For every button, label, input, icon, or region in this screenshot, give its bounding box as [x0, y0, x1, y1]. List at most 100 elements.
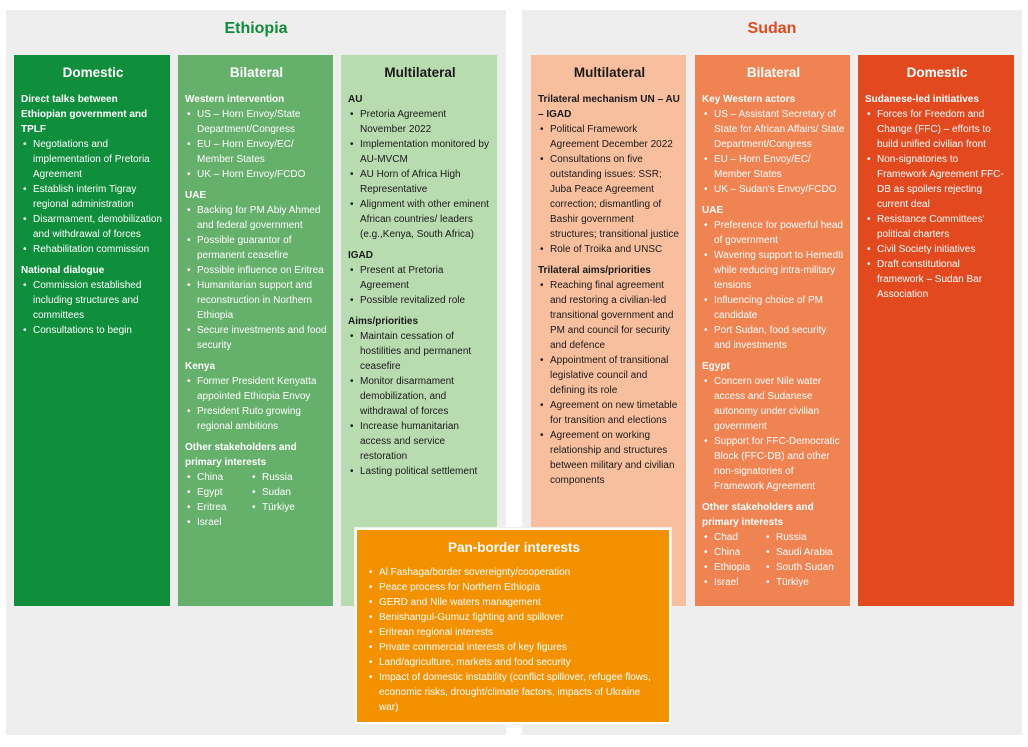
section-heading: UAE	[702, 205, 724, 216]
sudan-domestic-column: Domestic Sudanese-led initiatives Forces…	[858, 55, 1014, 606]
list-item: Establish interim Tigray regional admini…	[21, 182, 165, 212]
stakeholder-item: Sudan	[250, 485, 315, 500]
stakeholder-item: China	[702, 545, 764, 560]
pan-border-interests-box: Pan-border interests Al Fashaga/border s…	[355, 528, 671, 724]
section: Kenya Former President Kenyatta appointe…	[185, 359, 328, 434]
section: Key Western actors US – Assistant Secret…	[702, 92, 845, 197]
list-item: Alignment with other eminent African cou…	[348, 197, 492, 242]
list-item: Secure investments and food security	[185, 323, 328, 353]
list-item: Impact of domestic instability (conflict…	[367, 670, 661, 715]
stakeholder-item: Russia	[764, 530, 844, 545]
list-item: Pretoria Agreement November 2022	[348, 107, 492, 137]
list-item: Draft constitutional framework – Sudan B…	[865, 257, 1009, 302]
list-item: Increase humanitarian access and service…	[348, 419, 492, 464]
list-item: Support for FFC-Democratic Block (FFC-DB…	[702, 434, 845, 494]
stakeholder-item: Saudi Arabia	[764, 545, 844, 560]
list-item: Humanitarian support and reconstruction …	[185, 278, 328, 323]
list-item: Concern over Nile water access and Sudan…	[702, 374, 845, 434]
list-item: Non-signatories to Framework Agreement F…	[865, 152, 1009, 212]
list-item: Rehabilitation commission	[21, 242, 165, 257]
section-heading: Direct talks between Ethiopian governmen…	[21, 94, 148, 135]
sudan-multilateral-column: Multilateral Trilateral mechanism UN – A…	[531, 55, 686, 606]
list-item: Civil Society initiatives	[865, 242, 1009, 257]
list-item: US – Assistant Secretary of State for Af…	[702, 107, 845, 152]
list-item: Commission established including structu…	[21, 278, 165, 323]
section-heading: AU	[348, 94, 363, 105]
list-item: Al Fashaga/border sovereignty/cooperatio…	[367, 565, 661, 580]
section: Direct talks between Ethiopian governmen…	[21, 92, 165, 257]
list-item: Agreement on working relationship and st…	[538, 428, 681, 488]
stakeholders-section: Other stakeholders and primary interests…	[702, 500, 845, 590]
list-item: Implementation monitored by AU-MVCM	[348, 137, 492, 167]
list-item: Land/agriculture, markets and food secur…	[367, 655, 661, 670]
list-item: EU – Horn Envoy/EC/ Member States	[185, 137, 328, 167]
section: UAE Preference for powerful head of gove…	[702, 203, 845, 353]
stakeholder-item: Chad	[702, 530, 764, 545]
section: Egypt Concern over Nile water access and…	[702, 359, 845, 494]
list-item: Negotiations and implementation of Preto…	[21, 137, 165, 182]
list-item: Peace process for Northern Ethiopia	[367, 580, 661, 595]
stakeholder-item: China	[185, 470, 250, 485]
list-item: EU – Horn Envoy/EC/ Member States	[702, 152, 845, 182]
list-item: Wavering support to Hemedti while reduci…	[702, 248, 845, 293]
section-heading: UAE	[185, 190, 207, 201]
stakeholder-item: Israel	[702, 575, 764, 590]
section: UAE Backing for PM Abiy Ahmed and federa…	[185, 188, 328, 353]
list-item: Lasting political settlement	[348, 464, 492, 479]
list-item: UK – Sudan's Envoy/FCDO	[702, 182, 845, 197]
ethiopia-multilateral-column: Multilateral AU Pretoria Agreement Novem…	[341, 55, 497, 606]
list-item: Maintain cessation of hostilities and pe…	[348, 329, 492, 374]
section: Aims/priorities Maintain cessation of ho…	[348, 314, 492, 479]
stakeholder-item: Russia	[250, 470, 315, 485]
section-heading: Key Western actors	[702, 94, 796, 105]
stakeholder-item: Ethiopia	[702, 560, 764, 575]
list-item: Private commercial interests of key figu…	[367, 640, 661, 655]
sudan-title: Sudan	[747, 20, 797, 37]
panel-divider	[513, 10, 515, 735]
stakeholder-item: South Sudan	[764, 560, 844, 575]
list-item: Influencing choice of PM candidate	[702, 293, 845, 323]
list-item: Present at Pretoria Agreement	[348, 263, 492, 293]
section: IGAD Present at Pretoria Agreement Possi…	[348, 248, 492, 308]
section: Trilateral mechanism UN – AU – IGAD Poli…	[538, 92, 681, 257]
section-heading: Egypt	[702, 361, 730, 372]
list-item: Consultations to begin	[21, 323, 165, 338]
column-title: Bilateral	[229, 65, 284, 80]
section: National dialogue Commission established…	[21, 263, 165, 338]
section: Western intervention US – Horn Envoy/Sta…	[185, 92, 328, 182]
list-item: Appointment of transitional legislative …	[538, 353, 681, 398]
stakeholders-section: Other stakeholders and primary interests…	[185, 440, 328, 530]
stakeholder-item: Türkiye	[250, 500, 315, 515]
section-heading: Other stakeholders and primary interests	[185, 442, 297, 468]
stakeholder-item: Eritrea	[185, 500, 250, 515]
list-item: Backing for PM Abiy Ahmed and federal go…	[185, 203, 328, 233]
list-item: Resistance Committees' political charter…	[865, 212, 1009, 242]
list-item: Disarmament, demobilization and withdraw…	[21, 212, 165, 242]
section-heading: Trilateral aims/priorities	[538, 265, 651, 276]
ethiopia-bilateral-column: Bilateral Western intervention US – Horn…	[178, 55, 333, 606]
list-item: Port Sudan, food security and investment…	[702, 323, 845, 353]
section-heading: Aims/priorities	[348, 316, 419, 327]
section-heading: Sudanese-led initiatives	[865, 94, 979, 105]
pan-border-title: Pan-border interests	[447, 540, 581, 555]
list-item: Reaching final agreement and restoring a…	[538, 278, 681, 353]
list-item: Monitor disarmament demobilization, and …	[348, 374, 492, 419]
section-heading: Other stakeholders and primary interests	[702, 502, 814, 528]
section-heading: Trilateral mechanism UN – AU – IGAD	[538, 94, 680, 120]
list-item: Forces for Freedom and Change (FFC) – ef…	[865, 107, 1009, 152]
list-item: GERD and Nile waters management	[367, 595, 661, 610]
list-item: Agreement on new timetable for transitio…	[538, 398, 681, 428]
list-item: UK – Horn Envoy/FCDO	[185, 167, 328, 182]
list-item: Benishangul-Gumuz fighting and spillover	[367, 610, 661, 625]
column-title: Multilateral	[384, 65, 456, 80]
list-item: Consultations on five outstanding issues…	[538, 152, 681, 242]
column-title: Domestic	[906, 65, 968, 80]
section: Trilateral aims/priorities Reaching fina…	[538, 263, 681, 488]
list-item: Former President Kenyatta appointed Ethi…	[185, 374, 328, 404]
section: Sudanese-led initiatives Forces for Free…	[865, 92, 1009, 302]
ethiopia-domestic-column: Domestic Direct talks between Ethiopian …	[14, 55, 170, 606]
section: AU Pretoria Agreement November 2022 Impl…	[348, 92, 492, 242]
stakeholder-item: Egypt	[185, 485, 250, 500]
list-item: Possible guarantor of permanent ceasefir…	[185, 233, 328, 263]
section-heading: IGAD	[348, 250, 373, 261]
